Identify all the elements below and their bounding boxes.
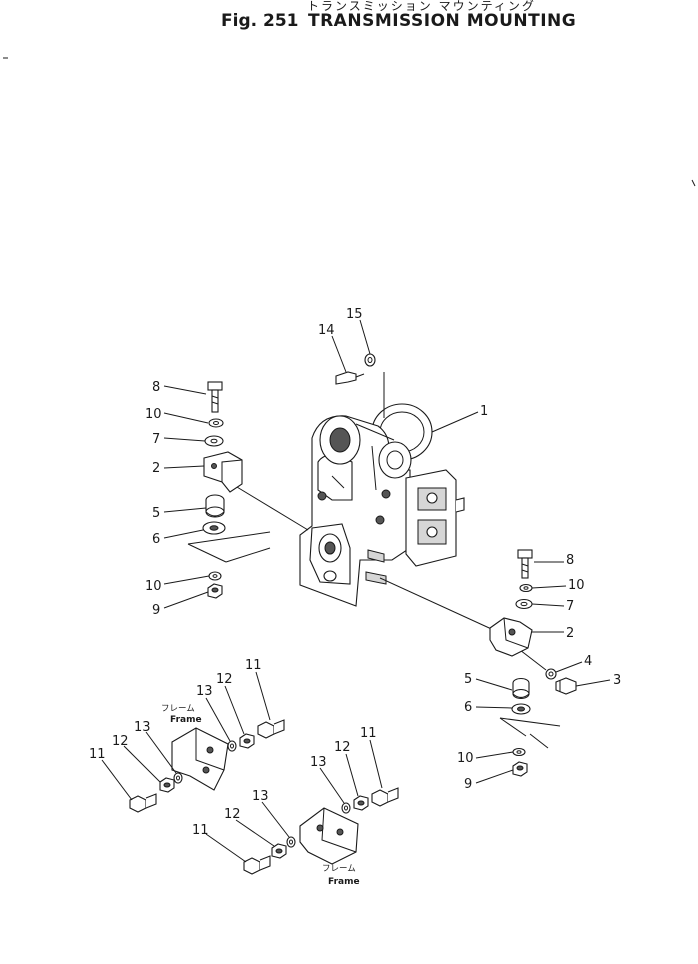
callout-6-left: 6: [152, 532, 160, 547]
callout-1: 1: [480, 404, 488, 419]
callout-10-right-top: 10: [568, 578, 585, 593]
callout-11-d: 11: [192, 823, 209, 838]
bracket-2-right: [489, 617, 533, 657]
callout-13-b: 13: [134, 720, 151, 735]
callout-11-c: 11: [360, 726, 377, 741]
callout-3: 3: [613, 673, 621, 688]
washer-7-right: [515, 598, 533, 610]
callout-7-left: 7: [152, 432, 160, 447]
japanese-title: トランスミッション マウンティング: [307, 0, 536, 13]
nut-9-left: [207, 583, 223, 599]
callout-12-d: 12: [224, 807, 241, 822]
scan-mark: [691, 179, 696, 187]
washer-6-left: [202, 521, 226, 535]
nut-12-a: [239, 733, 255, 749]
bolt-8-right: [517, 549, 533, 579]
callout-9-left: 9: [152, 603, 160, 618]
callout-4: 4: [584, 654, 592, 669]
bolt-3: [555, 677, 577, 695]
callout-10-right-bottom: 10: [457, 751, 474, 766]
nut-12-c: [353, 795, 369, 811]
frame-surface-left: [187, 531, 271, 563]
cushion-5-left: [205, 494, 225, 518]
frame-label-lower-en: Frame: [328, 877, 360, 887]
bolt-11-a: [257, 719, 285, 739]
callout-8-left: 8: [152, 380, 160, 395]
callout-6-right: 6: [464, 700, 472, 715]
callout-11-b: 11: [89, 747, 106, 762]
frame-label-upper: フレーム Frame: [161, 704, 202, 725]
callout-12-c: 12: [334, 740, 351, 755]
callout-2-right: 2: [566, 626, 574, 641]
bolt-11-d: [243, 855, 271, 875]
frame-bracket-lower: [299, 807, 359, 865]
washer-13-b: [173, 772, 183, 784]
washer-10-right-bottom: [512, 747, 526, 757]
callout-5-left: 5: [152, 506, 160, 521]
frame-label-lower-jp: フレーム: [322, 864, 356, 874]
washer-15: [364, 353, 376, 367]
callout-12-b: 12: [112, 734, 129, 749]
cushion-5-right: [512, 677, 530, 699]
washer-6-right: [511, 703, 531, 715]
bolt-11-c: [371, 787, 399, 807]
callout-numbers: 15 14 1 8 10 7 2 5 6 10 9 8 10 7 2 4 3 5…: [89, 307, 621, 838]
bolt-14: [335, 371, 365, 385]
callout-9-right: 9: [464, 777, 472, 792]
figure-number: Fig. 251: [221, 11, 299, 31]
washer-7-left: [204, 435, 224, 447]
callout-leaders: [101, 319, 611, 863]
frame-label-lower: フレーム Frame: [322, 864, 360, 887]
nut-12-b: [159, 777, 175, 793]
frame-label-upper-en: Frame: [170, 715, 202, 725]
washer-10-left-bottom: [208, 571, 222, 581]
washer-13-a: [227, 740, 237, 752]
callout-5-right: 5: [464, 672, 472, 687]
callout-8-right: 8: [566, 553, 574, 568]
bolt-8-left: [207, 381, 223, 413]
washer-10-right-top: [519, 583, 533, 593]
callout-10-left-bottom: 10: [145, 579, 162, 594]
washer-10-left-top: [208, 418, 224, 428]
callout-13-c: 13: [310, 755, 327, 770]
washer-13-c: [341, 802, 351, 814]
callout-13-d: 13: [252, 789, 269, 804]
washer-4: [545, 668, 557, 680]
nut-9-right: [512, 761, 528, 777]
frame-surface-right: [499, 717, 561, 749]
transmission-assembly: [299, 403, 465, 607]
bracket-2-left: [203, 451, 243, 493]
frame-label-upper-jp: フレーム: [161, 704, 195, 714]
callout-2-left: 2: [152, 461, 160, 476]
nut-12-d: [271, 843, 287, 859]
callout-10-left-top: 10: [145, 407, 162, 422]
washer-13-d: [286, 836, 296, 848]
callout-15: 15: [346, 307, 363, 322]
figure-title: TRANSMISSION MOUNTING: [308, 11, 577, 31]
bolt-11-b: [129, 793, 157, 813]
callout-12-a: 12: [216, 672, 233, 687]
leader-lines: [231, 372, 547, 671]
callout-13-a: 13: [196, 684, 213, 699]
callout-7-right: 7: [566, 599, 574, 614]
callout-14: 14: [318, 323, 335, 338]
callout-11-a: 11: [245, 658, 262, 673]
figure-header: トランスミッション マウンティング Fig. 251 TRANSMISSION …: [0, 0, 698, 40]
